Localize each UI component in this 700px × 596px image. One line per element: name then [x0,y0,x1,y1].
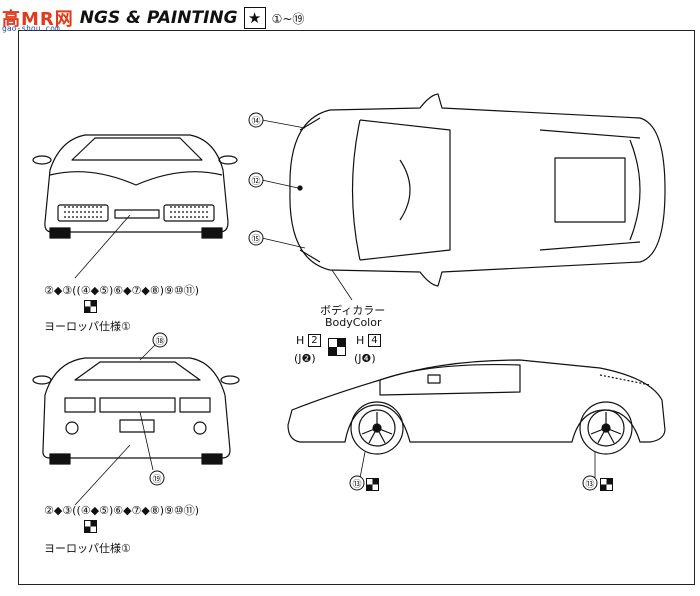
rear-euro-label: ヨーロッパ仕様① [44,542,131,555]
body-color-left-h: H [296,334,305,347]
page-title: NGS & PAINTING [79,8,238,28]
body-color-chip [328,338,346,356]
top-view-car [289,93,666,287]
decal-range: ①~⑲ [271,11,305,26]
body-color-left-num: 2 [308,334,321,347]
front-euro-color-chip [84,300,97,313]
callout-wheel-rear: ⑬ [585,480,595,490]
callout-hood-decal: ⑫ [251,177,261,187]
rear-decal-codes: ②◆③((④◆⑤)⑥◆⑦◆⑧)⑨⑩⑪) [44,504,200,517]
callout-rear-bottom: ⑲ [152,475,162,485]
diagram-frame [18,30,695,585]
rear-euro-color-chip [84,520,97,533]
side-view-car [287,359,666,455]
body-color-right: H 4 [356,334,381,347]
body-color-right-h: H [356,334,365,347]
rear-view-car [32,357,240,465]
front-decal-codes: ②◆③((④◆⑤)⑥◆⑦◆⑧)⑨⑩⑪) [44,284,200,297]
callout-side-decal: ⑮ [251,235,261,245]
body-color-right-num: 4 [368,334,381,347]
body-color-left: H 2 [296,334,321,347]
watermark-url: gao-shou.com [2,24,60,33]
watermark-logo: 高MR网 [2,9,74,30]
callout-front-decal: ⑭ [251,117,261,127]
callout-wheel-front: ⑬ [352,480,362,490]
body-color-label-jp: ボディカラー [320,304,386,317]
body-color-left-j: (J❷) [294,352,316,365]
body-color-label-en: BodyColor [325,316,382,329]
star-icon: ★ [243,7,266,29]
header: 高MR网 NGS & PAINTING ★ ①~⑲ [0,4,304,32]
front-view-car [32,134,238,239]
body-color-right-j: (J❹) [354,352,376,365]
callout-rear-top: ⑱ [155,337,165,347]
wheel-rear-color-chip [600,478,613,491]
front-euro-label: ヨーロッパ仕様① [44,320,131,333]
wheel-front-color-chip [366,478,379,491]
